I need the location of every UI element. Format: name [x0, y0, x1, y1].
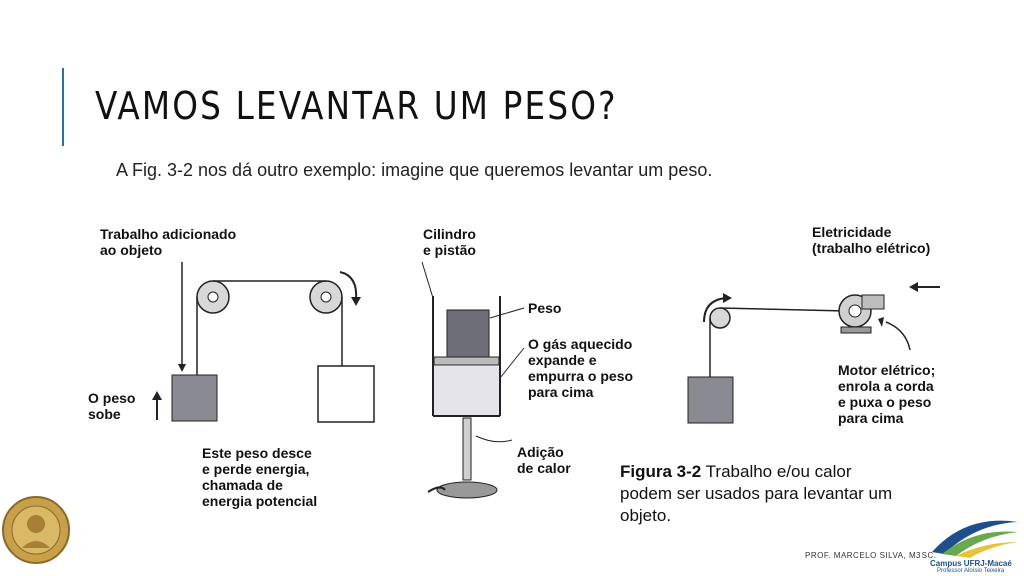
motor-weight: [687, 376, 734, 424]
label-electricity: Eletricidade (trabalho elétrico): [812, 224, 931, 256]
heated-gas: [434, 366, 499, 415]
label-heated-gas: O gás aquecido expande e empurra o peso …: [528, 336, 634, 400]
cylinder-piston: [421, 261, 525, 499]
footer-author: PROF. MARCELO SILVA, M. SC.: [805, 551, 937, 560]
electric-motor-system: [687, 282, 940, 424]
label-weight: Peso: [528, 300, 562, 316]
caption-label: Figura 3-2: [620, 462, 702, 481]
motor-pulley: [709, 307, 731, 329]
figure-caption: Figura 3-2 Trabalho e/ou calor podem ser…: [620, 461, 892, 527]
caption-text: Trabalho e/ou calor podem ser usados par…: [620, 462, 893, 525]
label-cylinder: Cilindro e pistão: [423, 226, 476, 258]
descending-weight: [317, 365, 375, 423]
university-seal-icon: [2, 496, 70, 564]
page-number: 3: [916, 551, 921, 560]
burner-base: [436, 481, 498, 499]
campus-logo-icon: [932, 520, 1018, 558]
burner-stem: [462, 417, 472, 481]
campus-name: Campus UFRJ-Macaé: [930, 559, 1012, 568]
rising-weight: [171, 374, 218, 422]
label-heat-addition: Adição de calor: [517, 444, 571, 476]
label-weight-descends: Este peso desce e perde energia, chamada…: [202, 445, 318, 509]
pulley-system: [152, 262, 375, 423]
intro-text: A Fig. 3-2 nos dá outro exemplo: imagine…: [116, 160, 713, 180]
campus-subtitle: Professor Aloísio Teixeira: [937, 568, 1005, 574]
slide-title: VAMOS LEVANTAR UM PESO?: [95, 84, 618, 128]
rotation-arrow: [339, 271, 358, 301]
label-work-added: Trabalho adicionado ao objeto: [100, 226, 237, 258]
motor-rotation-arrow: [703, 297, 727, 323]
label-motor: Motor elétrico; enrola a corda e puxa o …: [838, 362, 936, 426]
label-weight-rises: O peso sobe: [88, 390, 136, 422]
piston: [433, 356, 500, 366]
title-accent-bar: [62, 68, 64, 146]
piston-weight: [446, 309, 490, 358]
